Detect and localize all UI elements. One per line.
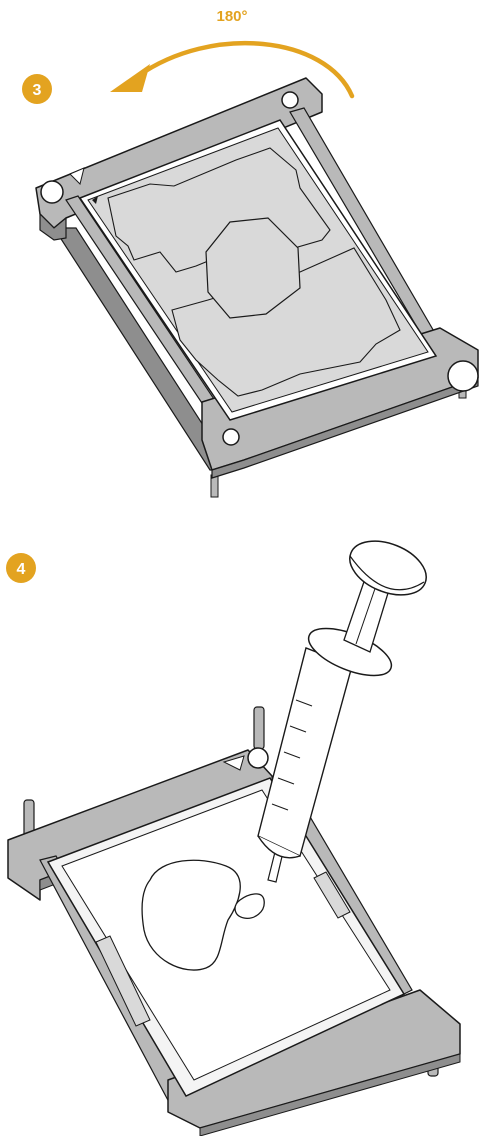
cpu-die (205, 217, 301, 319)
paste-blob-small (234, 893, 265, 919)
triangle-marker-icon (222, 755, 245, 771)
step-4-badge: 4 (6, 553, 36, 583)
cpu-ihs-lower (171, 247, 401, 397)
rotation-angle-label: 180° (216, 8, 247, 25)
step-3-group: 3 180° (22, 8, 479, 498)
step-3-badge: 3 (22, 74, 52, 104)
syringe-icon (257, 540, 427, 883)
step-badge-circle (6, 553, 36, 583)
paste-blob-large (141, 859, 241, 971)
mounting-hole (281, 91, 299, 109)
mounting-hole (247, 747, 269, 769)
mounting-hole (447, 360, 479, 392)
step-4-number: 4 (17, 561, 26, 578)
step-4-group: 4 (6, 540, 461, 1136)
step-3-number: 3 (33, 82, 42, 99)
triangle-marker-icon (69, 167, 85, 185)
socket-clip (313, 871, 351, 919)
triangle-marker-icon (92, 196, 98, 204)
socket-clip (95, 935, 151, 1027)
mounting-hole (40, 180, 64, 204)
cpu-lid (46, 777, 406, 1097)
thermal-paste (141, 859, 265, 971)
mounting-hole (222, 428, 240, 446)
cpu-package (78, 119, 438, 421)
rotate-arrow-icon (110, 40, 355, 99)
step-badge-circle (22, 74, 52, 104)
